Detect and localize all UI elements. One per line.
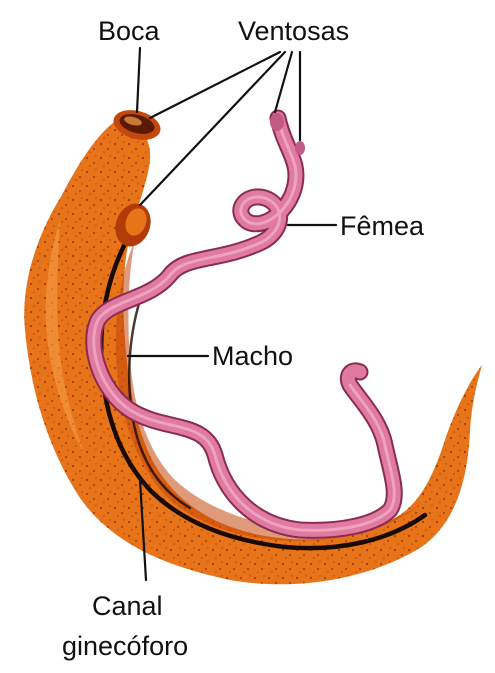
leader-ventosa-oral xyxy=(150,52,280,118)
label-macho: Macho xyxy=(212,341,293,371)
label-femea: Fêmea xyxy=(340,211,425,241)
label-ventosas: Ventosas xyxy=(238,16,349,46)
label-canal-line2: ginecóforo xyxy=(62,631,188,661)
label-boca: Boca xyxy=(98,16,161,46)
leader-boca xyxy=(137,48,140,112)
label-canal-line1: Canal xyxy=(92,591,163,621)
leader-ventosa-ventral xyxy=(140,52,285,205)
